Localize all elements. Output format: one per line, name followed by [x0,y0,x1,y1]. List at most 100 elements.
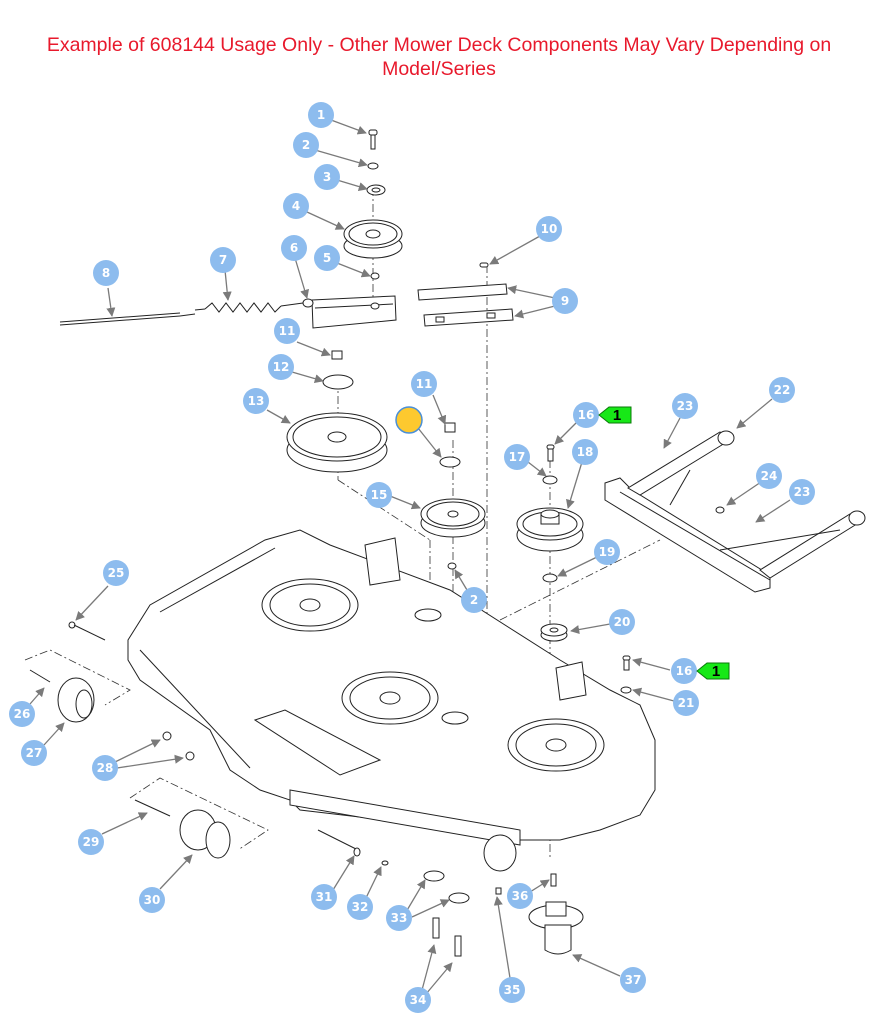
leader-arrow [432,394,447,425]
leader-arrow [421,944,437,991]
callout-circle [283,193,309,219]
callout-15[interactable]: 15 [366,482,392,508]
leader-arrow [266,409,291,424]
callout-10[interactable]: 10 [536,216,562,242]
callout-2[interactable]: 2 [461,587,487,613]
quantity-tag-2: 1 [696,662,730,680]
leader-arrow [389,495,421,510]
callout-circle [210,247,236,273]
callout-circle [594,539,620,565]
leader-arrow [101,812,148,835]
leader-arrow [507,285,556,299]
callout-circle [9,701,35,727]
callout-25[interactable]: 25 [103,560,129,586]
callout-circle [769,377,795,403]
callout-35[interactable]: 35 [499,977,525,1003]
callout-4[interactable]: 4 [283,193,309,219]
callout-34[interactable]: 34 [405,987,431,1013]
callout-circle [92,755,118,781]
callout-2[interactable]: 2 [293,132,319,158]
callout-5[interactable]: 5 [314,245,340,271]
callout-30[interactable]: 30 [139,887,165,913]
callout-13[interactable]: 13 [243,388,269,414]
callout-20[interactable]: 20 [609,609,635,635]
callout-23[interactable]: 23 [789,479,815,505]
callout-3[interactable]: 3 [314,164,340,190]
callout-number: 7 [219,253,227,267]
callout-number: 19 [599,545,616,559]
callout-circle [314,245,340,271]
callout-number: 26 [14,707,31,721]
leader-arrow [116,754,184,769]
callout-number: 15 [371,488,388,502]
callout-17[interactable]: 17 [504,444,530,470]
callout-28[interactable]: 28 [92,755,118,781]
callout-circle [405,987,431,1013]
leader-arrow [291,371,324,384]
callout-36[interactable]: 36 [507,883,533,909]
callout-circle [609,609,635,635]
leader-arrow [159,854,193,890]
callout-1[interactable]: 1 [308,102,334,128]
callout-16[interactable]: 16 [671,658,697,684]
callout-9[interactable]: 9 [552,288,578,314]
callout-18[interactable]: 18 [572,439,598,465]
callout-16[interactable]: 16 [573,402,599,428]
callout-33[interactable]: 33 [386,905,412,931]
callout-23[interactable]: 23 [672,393,698,419]
callout-number: 33 [391,911,408,925]
callout-circle [293,132,319,158]
title-line-1: Example of 608144 Usage Only - Other Mow… [46,34,832,56]
callout-21[interactable]: 21 [673,690,699,716]
callout-19[interactable]: 19 [594,539,620,565]
callout-6[interactable]: 6 [281,235,307,261]
callout-31[interactable]: 31 [311,884,337,910]
callout-circle [243,388,269,414]
quantity-tag-2-label: 1 [712,663,720,680]
mower-deck [127,529,656,846]
highlight-marker-part-14[interactable] [395,406,423,434]
callout-number: 11 [416,377,433,391]
callout-number: 9 [561,294,569,308]
callout-number: 37 [625,973,642,987]
leader-arrow [306,211,345,230]
callout-number: 12 [273,360,290,374]
callout-circle [103,560,129,586]
leader-arrow [726,481,762,506]
callout-11[interactable]: 11 [274,318,300,344]
callout-22[interactable]: 22 [769,377,795,403]
callout-circle [461,587,487,613]
leader-arrow [411,899,450,918]
callout-number: 2 [302,138,310,152]
callout-12[interactable]: 12 [268,354,294,380]
callout-circle [573,402,599,428]
callout-24[interactable]: 24 [756,463,782,489]
callout-32[interactable]: 32 [347,894,373,920]
leader-arrow [736,398,773,429]
callout-8[interactable]: 8 [93,260,119,286]
callout-26[interactable]: 26 [9,701,35,727]
leader-arrow [755,499,791,523]
callout-number: 36 [512,889,529,903]
quantity-tag-1: 1 [598,406,632,424]
callout-37[interactable]: 37 [620,967,646,993]
quantity-tag-1-label: 1 [613,407,621,424]
callout-27[interactable]: 27 [21,740,47,766]
leader-lines [29,119,791,995]
callout-circle [347,894,373,920]
callout-circle [411,371,437,397]
callout-circle [552,288,578,314]
callout-circle [311,884,337,910]
callout-number: 28 [97,761,114,775]
callout-11[interactable]: 11 [411,371,437,397]
leader-arrow [632,687,675,702]
callout-7[interactable]: 7 [210,247,236,273]
callout-circle [671,658,697,684]
callout-number: 23 [677,399,694,413]
callout-number: 35 [504,983,521,997]
callout-circle [789,479,815,505]
callout-number: 5 [323,251,331,265]
callout-number: 11 [279,324,296,338]
callout-29[interactable]: 29 [78,829,104,855]
